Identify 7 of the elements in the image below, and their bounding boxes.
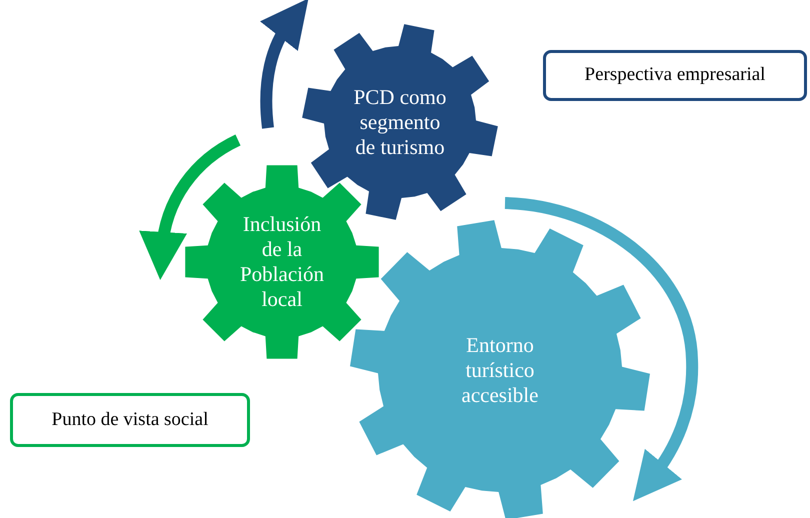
gear-label: Inclusión de la Población local	[239, 212, 325, 312]
gear-label: PCD como segmento de turismo	[352, 84, 448, 160]
label-box	[543, 50, 807, 101]
box-label: Perspectiva empresarial	[584, 63, 766, 88]
box-label: Punto de vista social	[52, 408, 208, 432]
label-box	[10, 393, 250, 447]
gear-label: Entorno turístico accesible	[460, 332, 540, 408]
